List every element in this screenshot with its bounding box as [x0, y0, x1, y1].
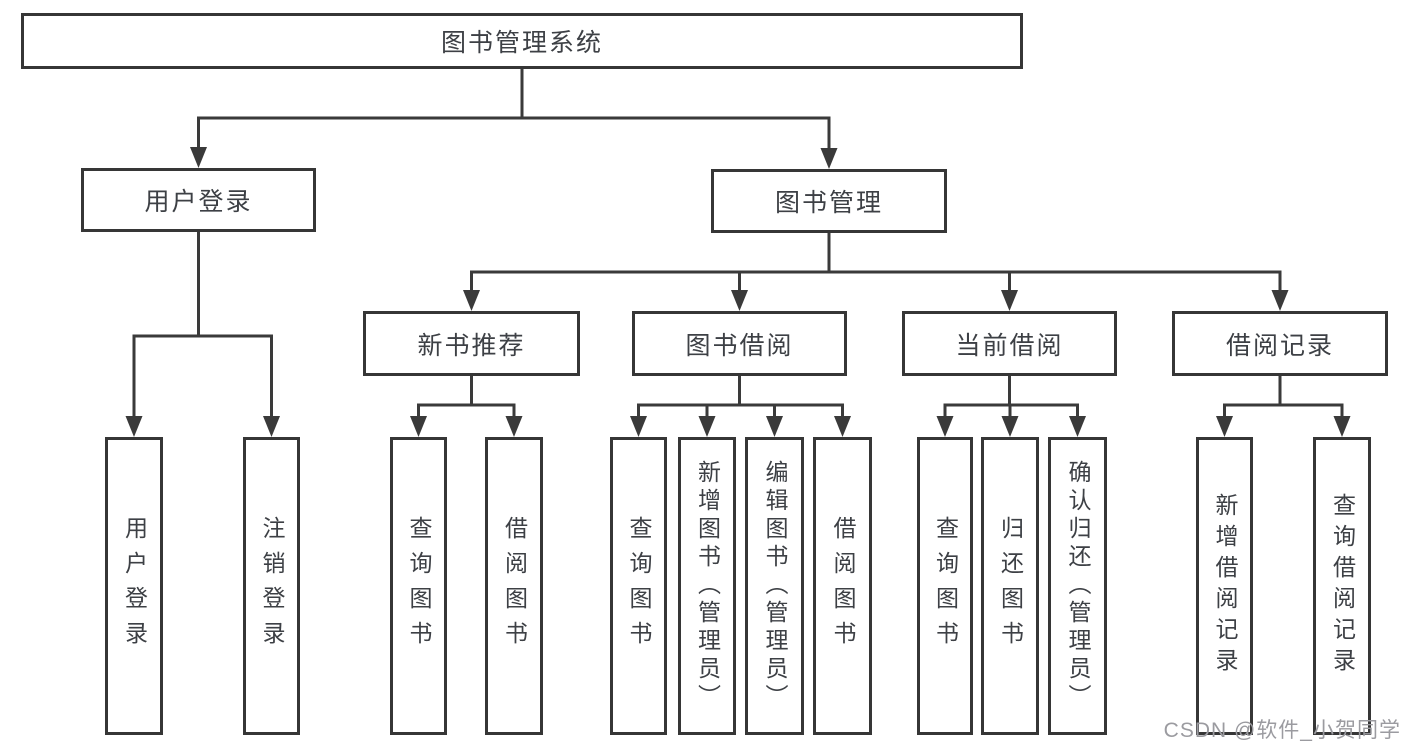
- node-label: 编辑图书（管理员）: [762, 460, 788, 712]
- arrowhead-icon: [1069, 416, 1086, 437]
- arrowhead-icon: [1001, 416, 1019, 437]
- arrowhead-icon: [410, 416, 427, 437]
- arrowhead-icon: [190, 147, 207, 168]
- node-label: 新书推荐: [417, 331, 526, 360]
- node-label: 用户登录: [121, 516, 148, 656]
- node-label: 查询图书: [406, 516, 432, 656]
- arrowhead-icon: [1001, 290, 1018, 311]
- node-label: 借阅图书: [830, 516, 856, 656]
- watermark: CSDN @软件_小贺同学: [1163, 719, 1401, 742]
- node-leaf-query-book-3: 查询图书: [917, 437, 973, 735]
- node-label: 图书借阅: [685, 331, 794, 360]
- node-label: 查询图书: [932, 516, 959, 656]
- node-label: 图书管理: [774, 189, 883, 217]
- node-label: 新增图书（管理员）: [694, 460, 721, 712]
- arrowhead-icon: [1216, 416, 1233, 437]
- arrowhead-icon: [834, 416, 851, 437]
- node-leaf-edit-book: 编辑图书（管理员）: [745, 437, 804, 735]
- arrowhead-icon: [505, 416, 523, 437]
- node-leaf-confirm-return: 确认归还（管理员）: [1048, 437, 1107, 735]
- arrowhead-icon: [630, 416, 647, 437]
- node-label: 图书管理系统: [440, 29, 603, 57]
- node-label: 查询图书: [626, 516, 652, 656]
- node-leaf-borrow-book-2: 借阅图书: [813, 437, 872, 735]
- node-leaf-logout: 注销登录: [243, 437, 300, 735]
- arrowhead-icon: [1271, 290, 1289, 311]
- node-label: 新增借阅记录: [1212, 493, 1238, 679]
- node-new-book-rec: 新书推荐: [363, 311, 580, 376]
- arrowhead-icon: [936, 416, 954, 437]
- arrowhead-icon: [820, 148, 838, 169]
- node-leaf-return-book: 归还图书: [981, 437, 1039, 735]
- arrowhead-icon: [263, 416, 280, 437]
- node-leaf-add-book: 新增图书（管理员）: [678, 437, 736, 735]
- node-label: 确认归还（管理员）: [1065, 460, 1091, 712]
- arrowhead-icon: [698, 416, 716, 437]
- node-user-login: 用户登录: [81, 168, 316, 232]
- node-label: 注销登录: [259, 516, 285, 656]
- arrowhead-icon: [463, 290, 480, 311]
- node-label: 当前借阅: [955, 331, 1064, 360]
- node-label: 查询借阅记录: [1329, 493, 1356, 679]
- node-leaf-query-book-2: 查询图书: [610, 437, 667, 735]
- arrowhead-icon: [1333, 416, 1351, 437]
- node-root: 图书管理系统: [21, 13, 1023, 69]
- node-leaf-user-login: 用户登录: [105, 437, 163, 735]
- node-leaf-borrow-book-1: 借阅图书: [485, 437, 543, 735]
- node-borrow-records: 借阅记录: [1172, 311, 1388, 376]
- node-label: 借阅图书: [501, 516, 528, 656]
- arrowhead-icon: [731, 290, 748, 311]
- node-current-borrow: 当前借阅: [902, 311, 1117, 376]
- node-book-mgmt: 图书管理: [711, 169, 947, 233]
- node-label: 用户登录: [144, 188, 253, 216]
- node-leaf-query-book-1: 查询图书: [390, 437, 447, 735]
- node-label: 借阅记录: [1225, 331, 1334, 360]
- node-label: 归还图书: [997, 516, 1024, 656]
- node-book-borrow: 图书借阅: [632, 311, 847, 376]
- node-leaf-query-record: 查询借阅记录: [1313, 437, 1371, 735]
- arrowhead-icon: [125, 416, 143, 437]
- arrowhead-icon: [766, 416, 783, 437]
- node-leaf-add-record: 新增借阅记录: [1196, 437, 1253, 735]
